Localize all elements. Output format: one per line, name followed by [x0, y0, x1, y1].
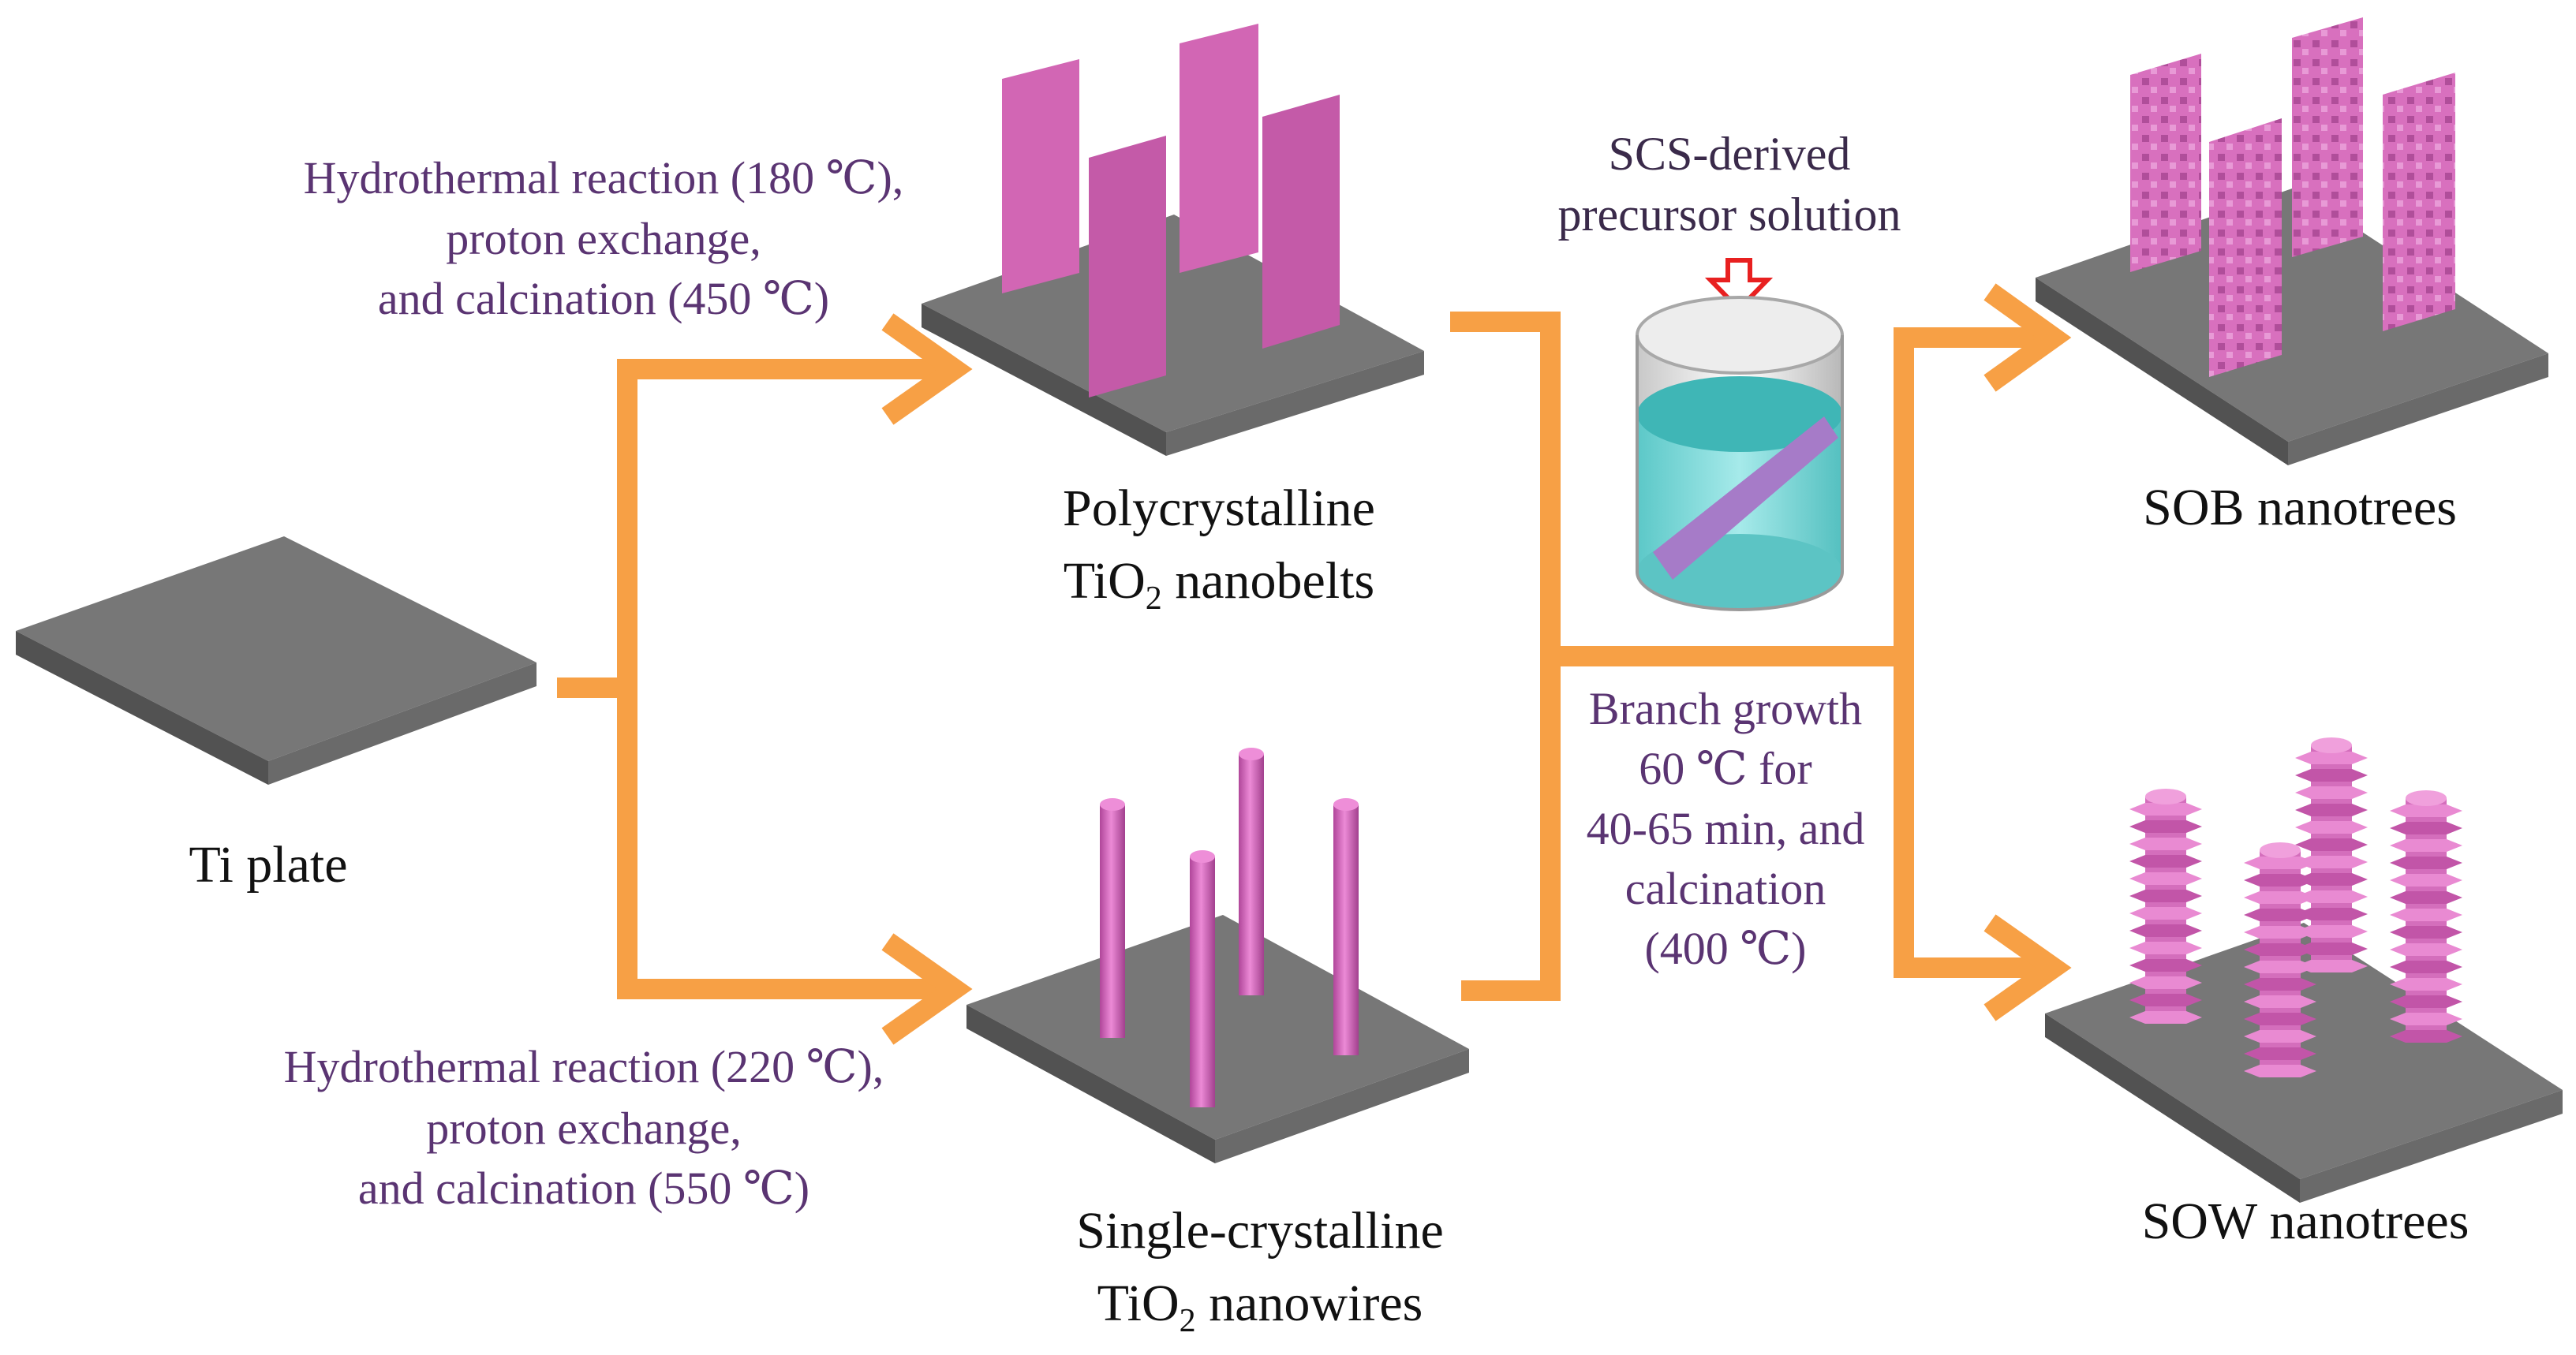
svg-text:Hydrothermal reaction (220 ℃),: Hydrothermal reaction (220 ℃), [284, 1041, 884, 1092]
bottom-conditions: Hydrothermal reaction (220 ℃), proton ex… [284, 1041, 884, 1214]
ti-plate [16, 536, 537, 785]
nanobelt [1262, 95, 1340, 349]
nanobelt [1089, 136, 1166, 398]
nanowires [1100, 748, 1359, 1107]
nanowire [1190, 850, 1215, 1107]
svg-text:calcination: calcination [1625, 863, 1826, 914]
svg-text:40-65 min, and: 40-65 min, and [1587, 803, 1865, 854]
branched-nanowire [2295, 737, 2368, 972]
nanobelts-substrate [922, 215, 1424, 456]
nanowires-label-line1: Single-crystalline [1076, 1202, 1444, 1260]
nanobelts-label-line2: TiO2 nanobelts [1064, 552, 1374, 617]
down-arrow-icon [1704, 258, 1774, 313]
branch-conditions: Branch growth 60 ℃ for 40-65 min, and ca… [1587, 683, 1865, 974]
nanobelt [1002, 59, 1079, 293]
branched-nanobelt [2292, 17, 2363, 257]
nanowires-label-line2: TiO2 nanowires [1097, 1275, 1423, 1339]
substrate-in-beaker [1653, 416, 1838, 580]
sow-nanotrees [2129, 737, 2462, 1077]
nanobelts-label-line1: Polycrystalline [1063, 480, 1375, 537]
svg-text:Branch growth: Branch growth [1589, 683, 1862, 734]
sob-label: SOB nanotrees [2143, 479, 2457, 536]
top-conditions: Hydrothermal reaction (180 ℃), proton ex… [304, 152, 904, 324]
arrow-to-sob [1894, 327, 2043, 957]
svg-text:60 ℃ for: 60 ℃ for [1639, 743, 1812, 794]
sob-nanotrees [2130, 17, 2455, 377]
beaker [1636, 296, 1844, 611]
nanowires-substrate [966, 915, 1469, 1163]
nanobelts [1002, 24, 1340, 398]
svg-text:and calcination (550 ℃): and calcination (550 ℃) [358, 1163, 809, 1214]
svg-text:proton exchange,: proton exchange, [426, 1103, 741, 1154]
svg-text:proton exchange,: proton exchange, [446, 213, 761, 264]
nanobelt [1180, 24, 1258, 273]
svg-text:(400 ℃): (400 ℃) [1644, 923, 1806, 974]
nanowire [1239, 748, 1264, 995]
arrow-to-sow [1894, 656, 2043, 978]
svg-text:and calcination (450 ℃): and calcination (450 ℃) [378, 273, 829, 324]
sow-label: SOW nanotrees [2142, 1193, 2469, 1250]
branched-nanobelt [2130, 54, 2201, 272]
merge-from-nanobelts [1450, 312, 1561, 1001]
branched-nanobelt [2209, 118, 2282, 377]
arrow-to-nanowires [617, 688, 947, 999]
flow-arrows [557, 283, 2072, 1045]
branched-nanowire [2390, 790, 2462, 1043]
precursor-label-line2: precursor solution [1558, 189, 1901, 241]
branched-nanowire [2129, 789, 2202, 1024]
nanowire [1100, 798, 1125, 1038]
svg-text:Hydrothermal reaction (180 ℃),: Hydrothermal reaction (180 ℃), [304, 152, 904, 203]
branched-nanobelt [2383, 73, 2455, 331]
nanowire [1333, 798, 1359, 1055]
precursor-label-line1: SCS-derived [1609, 128, 1851, 180]
arrow-to-nanobelts [557, 359, 947, 698]
ti-plate-label: Ti plate [189, 836, 347, 894]
branched-nanowire [2244, 842, 2316, 1077]
